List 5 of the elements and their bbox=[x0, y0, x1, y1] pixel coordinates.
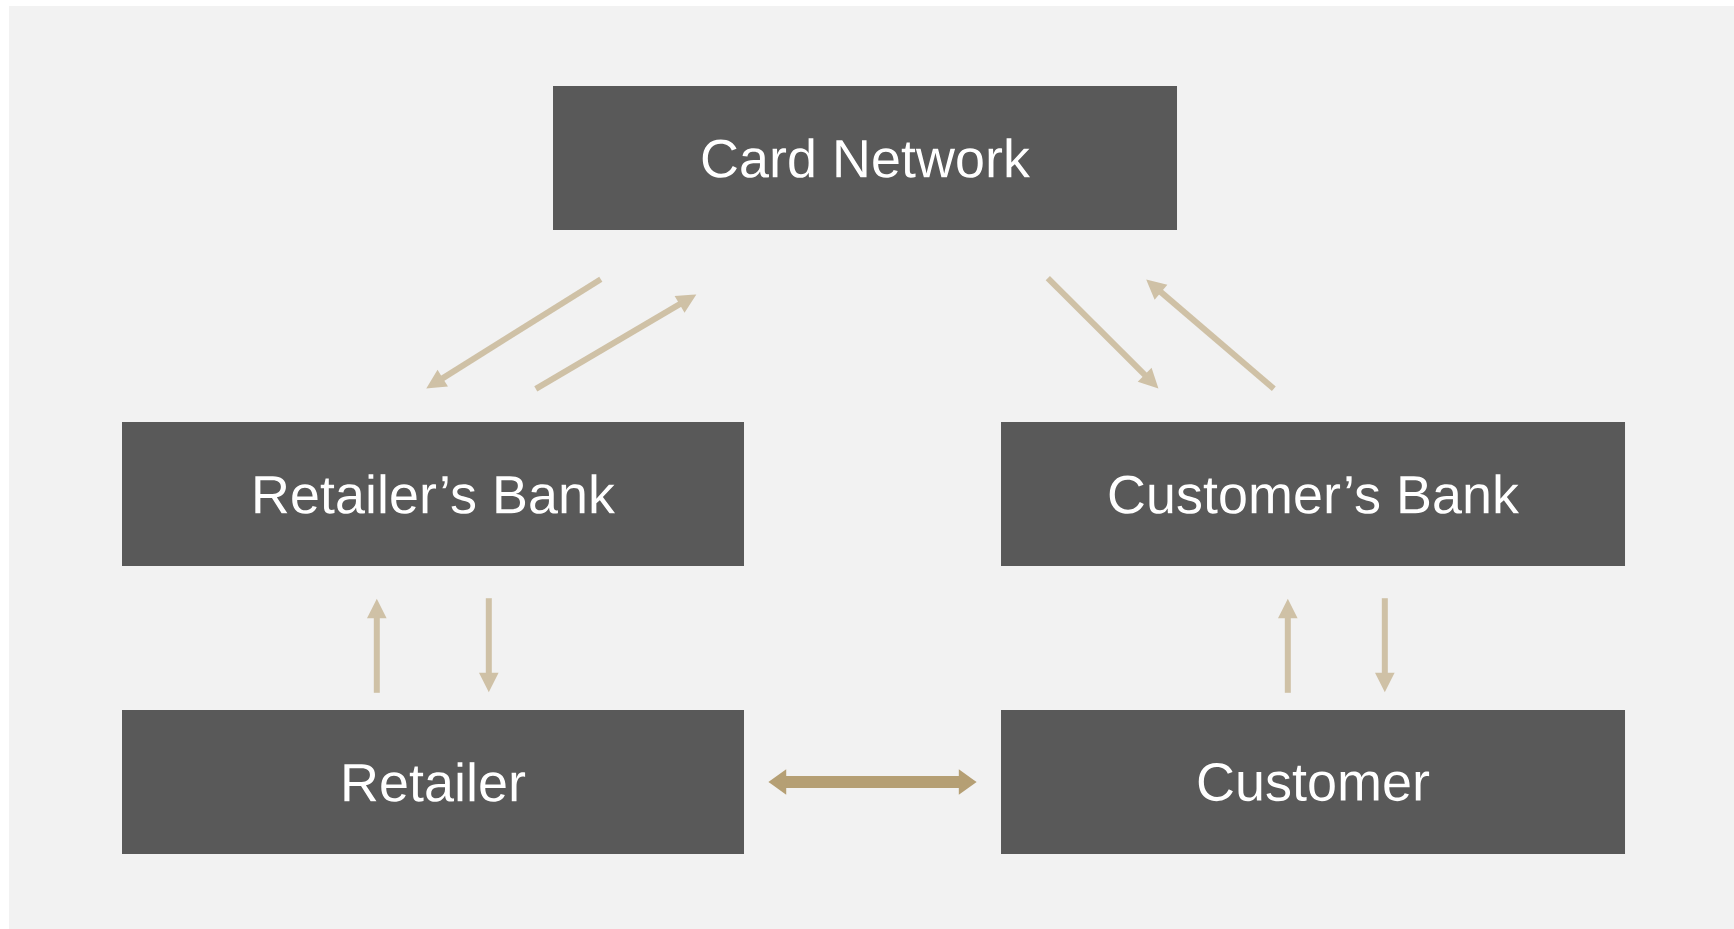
entity-box: Retailer bbox=[122, 710, 744, 854]
entity-box: Retailer’s Bank bbox=[122, 422, 744, 566]
entity-box: Customer’s Bank bbox=[1001, 422, 1625, 566]
entity-box: Card Network bbox=[553, 86, 1177, 230]
entity-box: Customer bbox=[1001, 710, 1625, 854]
